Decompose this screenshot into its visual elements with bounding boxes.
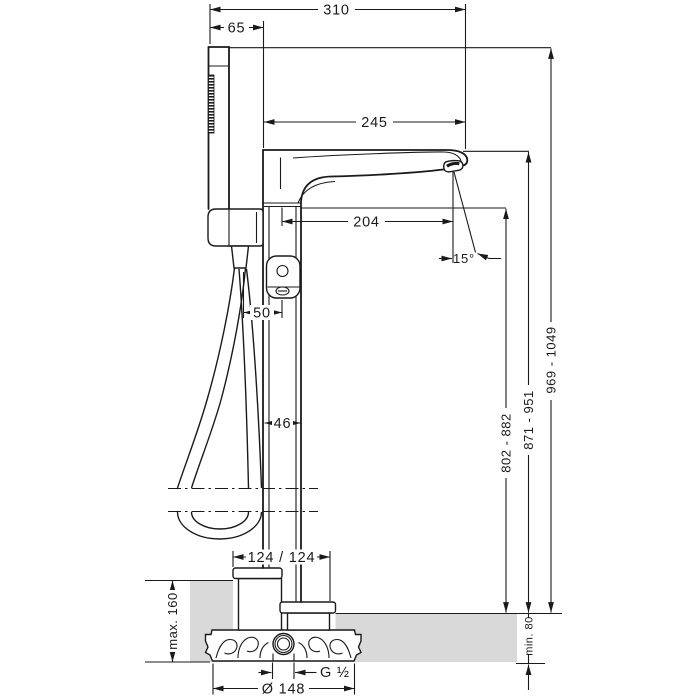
hose-line <box>190 267 247 489</box>
hose-loop-inner <box>190 511 250 530</box>
dim-245-label: 245 <box>361 115 388 131</box>
faucet-spout <box>262 149 469 208</box>
unit-detail <box>329 638 352 659</box>
dimension-base-diameter: Ø 148 <box>212 663 356 698</box>
dim-204-label: 204 <box>353 215 380 231</box>
spout-inner-line <box>292 151 462 163</box>
dim-802-label: 802 - 882 <box>499 413 514 472</box>
hose-line <box>176 267 236 489</box>
label-bg <box>250 305 274 320</box>
dim-871-label: 871 - 951 <box>521 390 536 449</box>
handshower-spray-face <box>208 74 215 134</box>
angle-line <box>453 171 477 253</box>
holder-cone <box>230 245 250 269</box>
label-bg <box>356 114 393 130</box>
dim-max160-label: max. 160 <box>165 592 180 649</box>
dimension-height-spout: 871 - 951 <box>521 152 536 613</box>
dimension-spout-angle: 15° <box>439 171 501 266</box>
escutcheon-plate-left <box>232 567 283 580</box>
unit-detail <box>298 641 308 659</box>
unit-pipe-outer <box>272 632 295 656</box>
unit-detail <box>237 636 259 659</box>
floor-fill-right <box>335 613 517 662</box>
dimension-height-total: 969 - 1049 <box>544 48 559 613</box>
dim-50-label: 50 <box>253 306 271 322</box>
dimension-base-offset: 124 / 124 <box>232 549 331 601</box>
escutcheon-body-left <box>237 577 283 631</box>
dimension-riser-width: 46 <box>264 415 301 432</box>
dimension-height-outlet: 802 - 882 <box>499 208 514 613</box>
unit-detail <box>259 641 269 659</box>
spout-underside <box>300 168 445 203</box>
dim-148-label: Ø 148 <box>262 682 306 698</box>
hose-line <box>238 268 250 489</box>
dimension-spout-projection: 204 <box>281 172 454 263</box>
label-bg <box>544 322 558 400</box>
label-bg <box>165 590 180 652</box>
holder-bracket <box>207 208 264 247</box>
unit-pipe-inner <box>276 637 291 651</box>
dim-969-label: 969 - 1049 <box>544 326 559 393</box>
spout-underside-inner <box>297 180 336 204</box>
aerator-outlet-band <box>446 161 460 168</box>
dimension-floor-max: max. 160 <box>165 580 180 662</box>
hose-line <box>245 268 263 489</box>
shower-holder <box>207 208 264 269</box>
label-bg <box>224 20 249 35</box>
unit-pipe-mid <box>274 634 293 654</box>
dim-46-label: 46 <box>274 416 292 432</box>
dim-min80-label: min. 80 <box>524 616 536 656</box>
shower-hose <box>176 267 263 540</box>
diverter-slot <box>275 286 290 296</box>
unit-detail <box>308 636 330 659</box>
installation-unit <box>204 629 362 662</box>
label-bg <box>272 415 293 431</box>
label-bg <box>521 385 536 455</box>
hose-loop-outer <box>176 511 263 540</box>
dimension-floor-min: min. 80 <box>522 613 536 690</box>
dim-15deg-label: 15° <box>453 251 475 266</box>
dimension-thread: G ½ <box>258 662 350 681</box>
label-bg <box>348 214 385 229</box>
dim-thread-label: G ½ <box>320 665 350 681</box>
label-bg <box>258 681 309 696</box>
escutcheon-body-right <box>286 612 331 631</box>
escutcheon <box>232 567 337 631</box>
diverter-screw <box>276 264 289 278</box>
dim-65-label: 65 <box>228 21 246 37</box>
floor-section-right <box>335 613 517 662</box>
angle-arrow-right <box>477 252 501 261</box>
dimension-hose-offset: 50 <box>242 272 283 322</box>
label-bg <box>499 408 513 478</box>
dimension-handshower-width: 65 <box>210 20 265 148</box>
escutcheon-plate-right <box>279 601 337 614</box>
unit-detail <box>215 638 238 659</box>
spout-top-outline <box>262 149 469 167</box>
dim-310-label: 310 <box>323 3 350 19</box>
label-bg <box>246 549 317 565</box>
diverter-knob <box>265 255 301 299</box>
dimension-spout-reach: 245 <box>264 114 466 131</box>
dimension-total-width: 310 <box>209 2 467 149</box>
label-bg <box>522 618 535 654</box>
dim-124-label: 124 / 124 <box>248 550 316 566</box>
label-bg <box>318 2 355 17</box>
